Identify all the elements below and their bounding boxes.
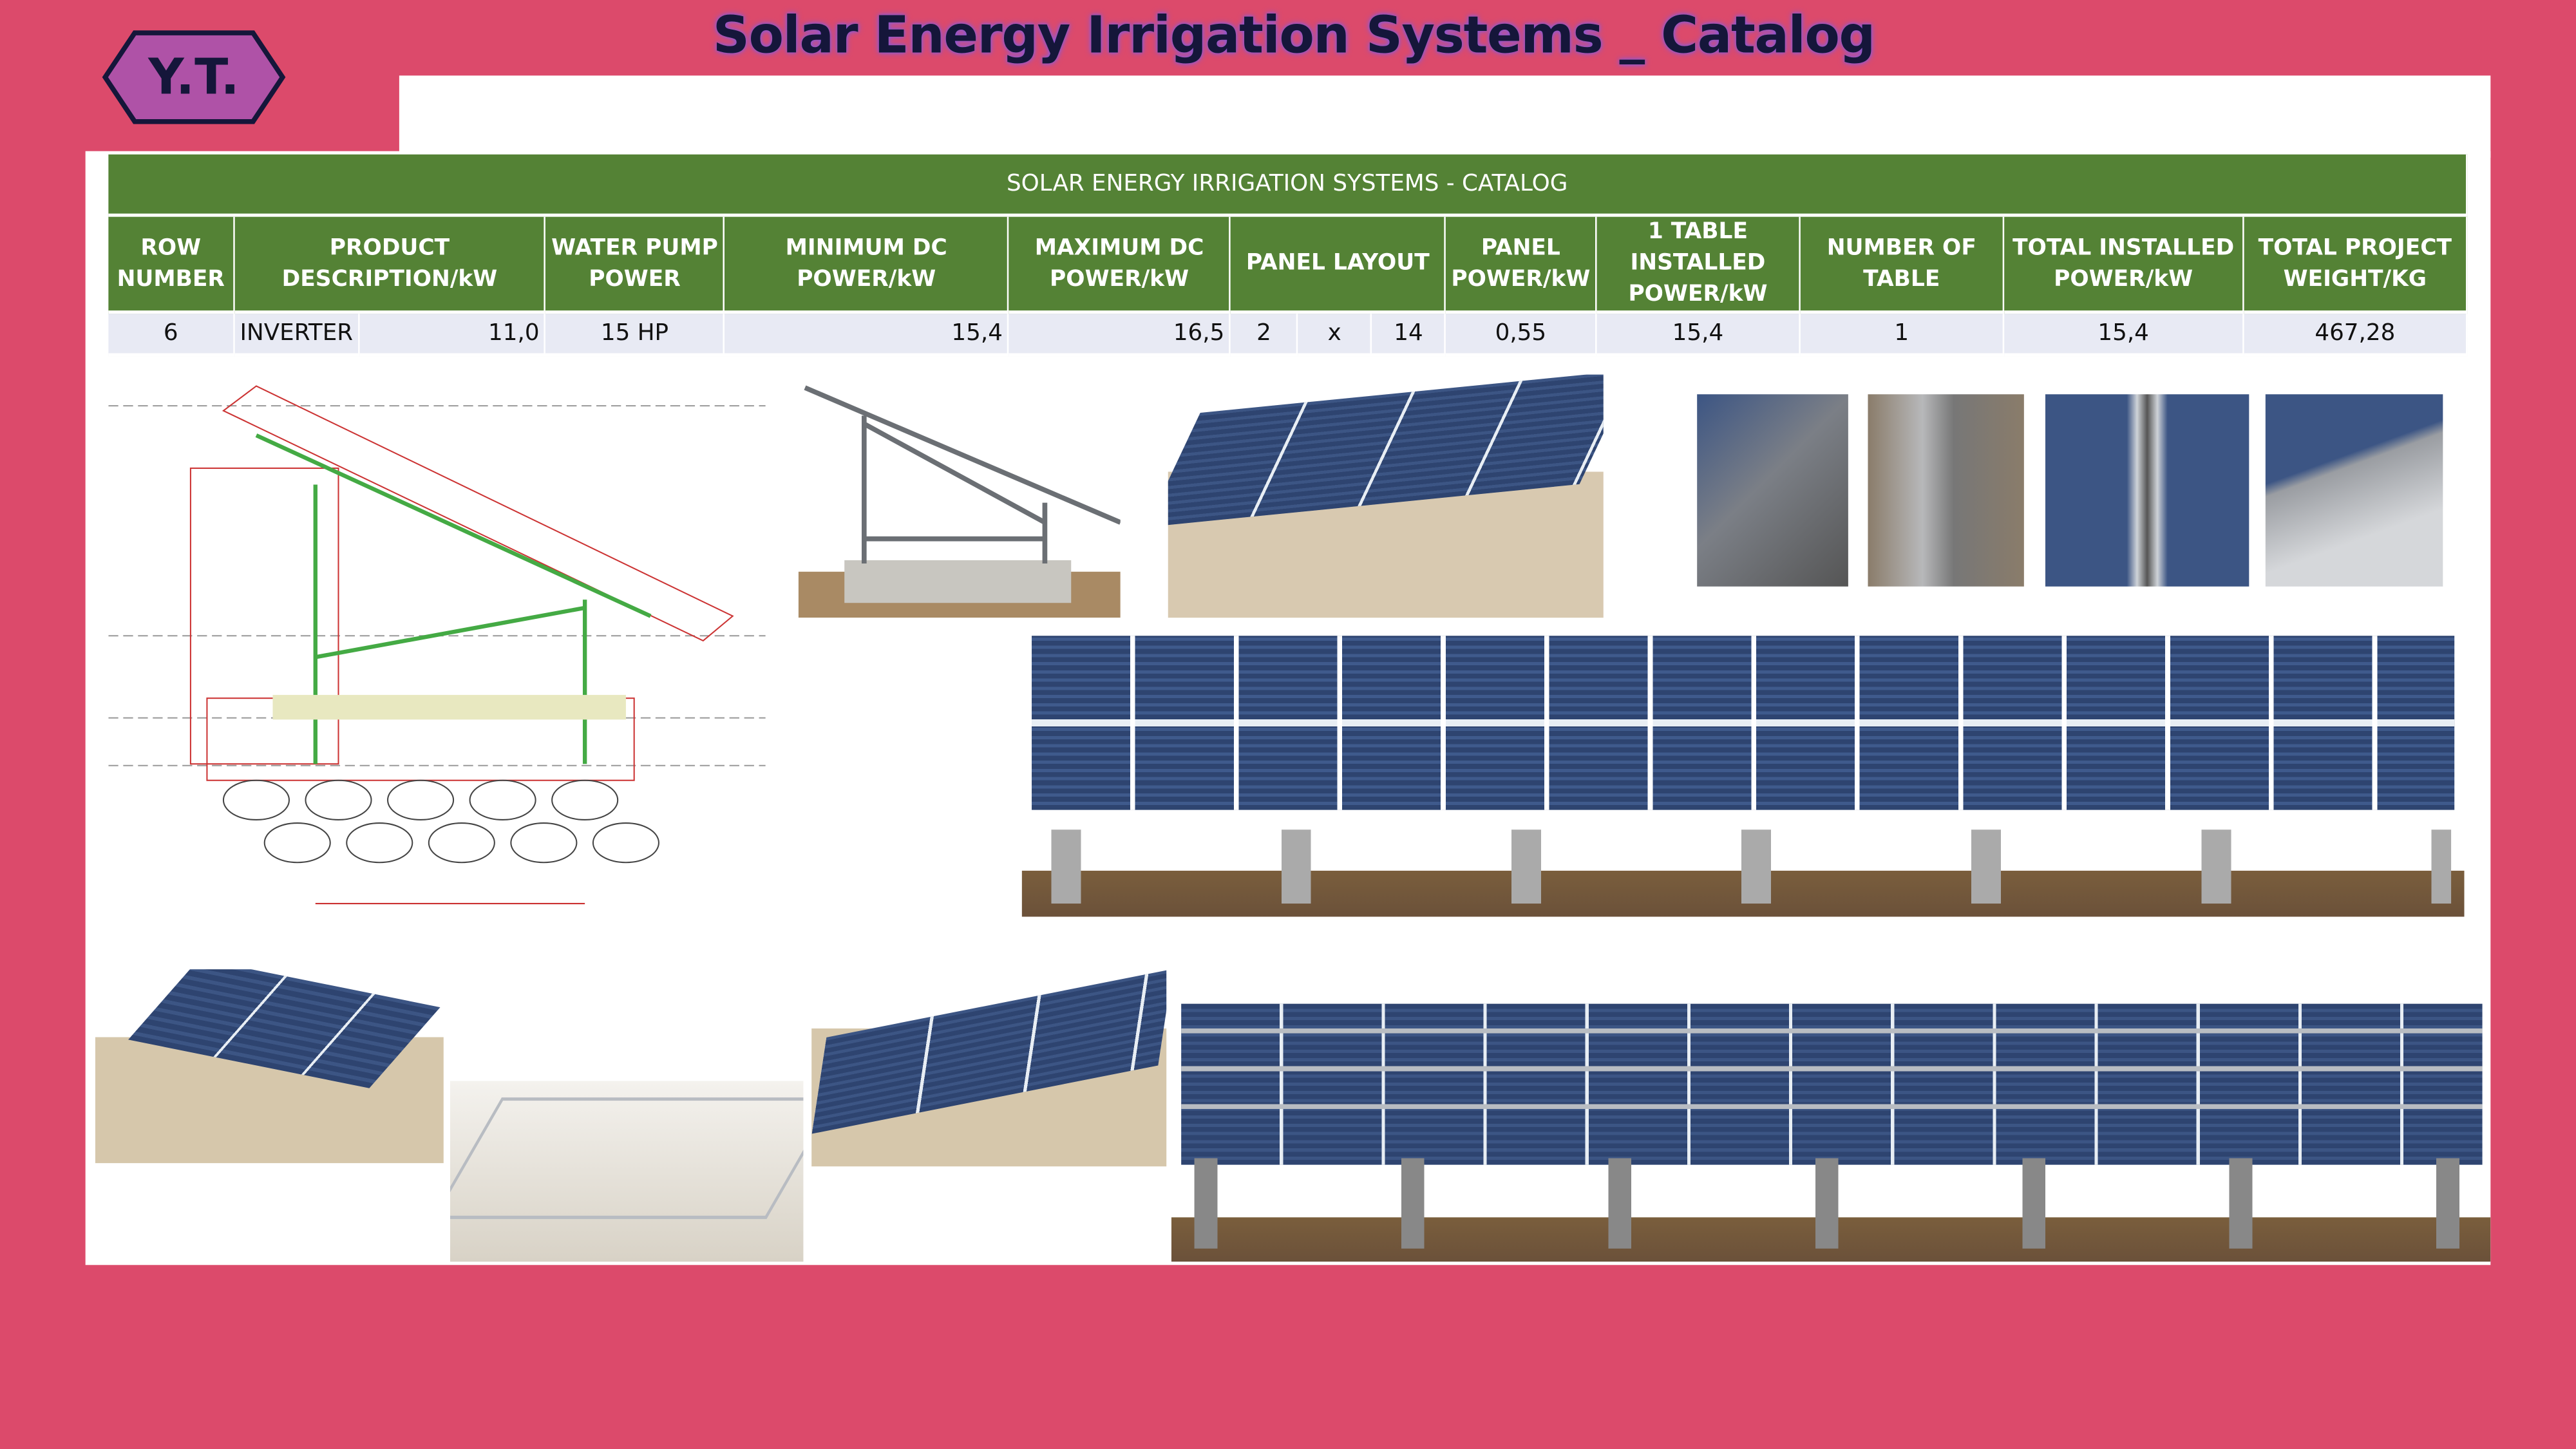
cell-product-kw: 11,0 [359,314,546,357]
tilted-panel-array-image [811,969,1167,1167]
cell-layout-rows: 2 [1231,314,1299,357]
header-min-dc: MINIMUM DC POWER/kW [724,216,1010,314]
cell-panel-power: 0,55 [1446,314,1597,357]
cell-min-dc: 15,4 [724,314,1010,357]
header-table-power: 1 TABLE INSTALLED POWER/kW [1596,216,1801,314]
panel-row-front-image [1021,632,2465,917]
ground-mount-array-image [95,969,444,1164]
cell-pump-power: 15 HP [545,314,725,357]
header-panel-layout: PANEL LAYOUT [1231,216,1446,314]
structure-side-image [798,374,1121,618]
header-panel-power: PANEL POWER/kW [1446,216,1597,314]
catalog-table: SOLAR ENERGY IRRIGATION SYSTEMS - CATALO… [108,154,2468,357]
cell-max-dc: 16,5 [1009,314,1231,357]
header-pump: WATER PUMP POWER [545,216,725,314]
detail-rail-image [2045,394,2249,587]
detail-clamp-image [1868,394,2024,587]
header-max-dc: MAXIMUM DC POWER/kW [1009,216,1231,314]
table-caption: SOLAR ENERGY IRRIGATION SYSTEMS - CATALO… [108,154,2468,217]
header-total-weight: TOTAL PROJECT WEIGHT/KG [2244,216,2468,314]
header-product: PRODUCT DESCRIPTION/kW [234,216,546,314]
header-number-of-table: NUMBER OF TABLE [1800,216,2005,314]
yt-logo: Y.T. [102,30,286,124]
cell-layout-x: x [1298,314,1372,357]
panel-row-rear-image [1171,994,2491,1262]
cell-layout-cols: 14 [1372,314,1446,357]
cell-total-weight: 467,28 [2244,314,2468,357]
panel-array-rear-image [1168,374,1604,618]
frame-structure-image [450,1081,804,1262]
detail-bolt-image [1697,394,1848,587]
svg-text:Y.T.: Y.T. [147,48,239,106]
table-row: 6 INVERTER 11,0 15 HP 15,4 16,5 2 x 14 0… [108,314,2468,357]
page-title: Solar Energy Irrigation Systems _ Catalo… [712,6,1875,66]
technical-drawing-image [108,385,766,905]
cell-row-number: 6 [108,314,235,357]
table-header-row: ROW NUMBER PRODUCT DESCRIPTION/kW WATER … [108,216,2468,314]
header-total-power: TOTAL INSTALLED POWER/kW [2004,216,2244,314]
cell-total-power: 15,4 [2004,314,2244,357]
cell-table-power: 15,4 [1596,314,1801,357]
detail-end-clamp-image [2265,394,2443,587]
cell-number-of-table: 1 [1800,314,2005,357]
white-panel-top [399,75,2491,158]
cell-product: INVERTER [234,314,360,357]
header-row-number: ROW NUMBER [108,216,235,314]
